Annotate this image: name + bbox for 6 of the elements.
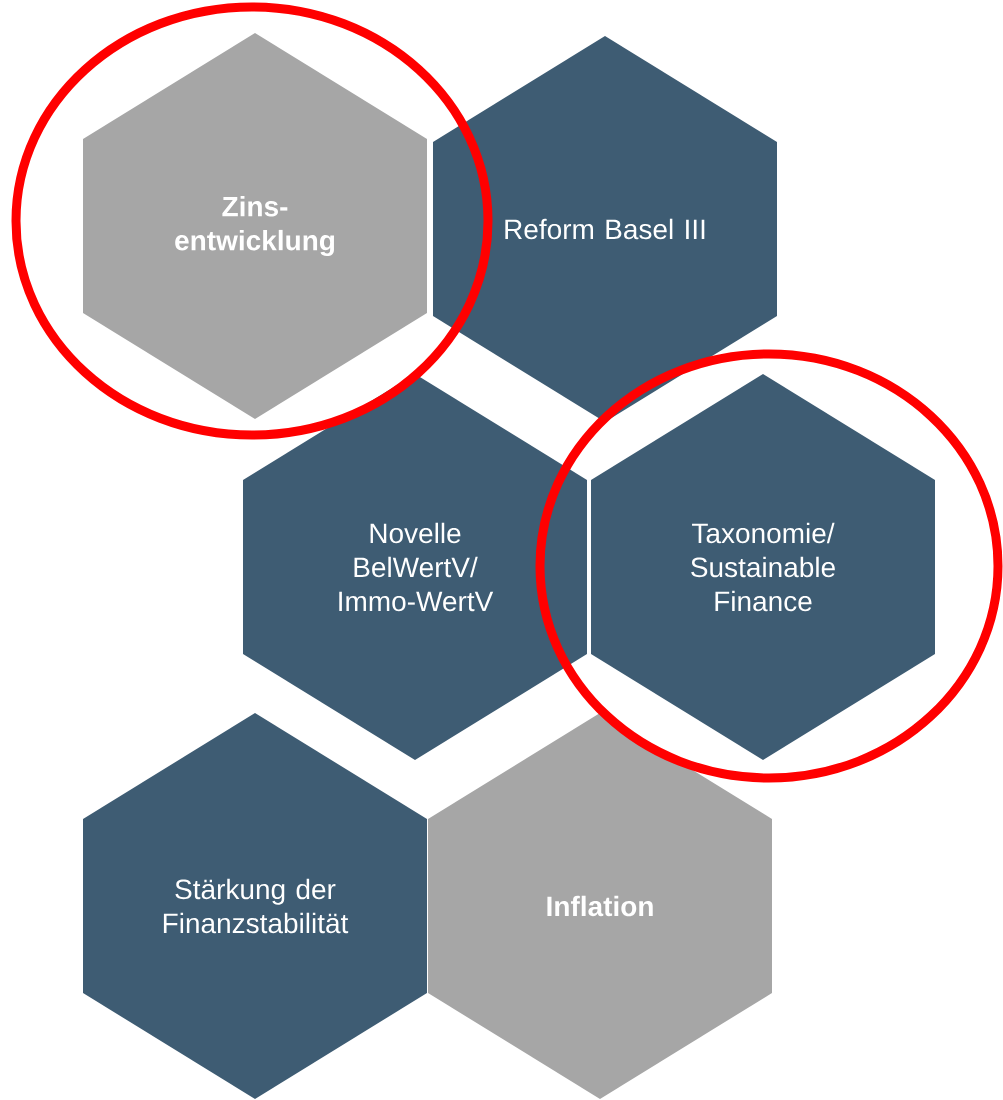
- hexagon: Zins-entwicklung: [83, 33, 427, 419]
- hexagon: Novelle BelWertV/ Immo-WertV: [243, 374, 587, 760]
- hexagon: Taxonomie/ Sustainable Finance: [591, 374, 935, 760]
- hexagon: Reform Basel III: [433, 36, 777, 422]
- hexagon: Stärkung der Finanzstabilität: [83, 713, 427, 1099]
- hexagon: Inflation: [428, 713, 772, 1099]
